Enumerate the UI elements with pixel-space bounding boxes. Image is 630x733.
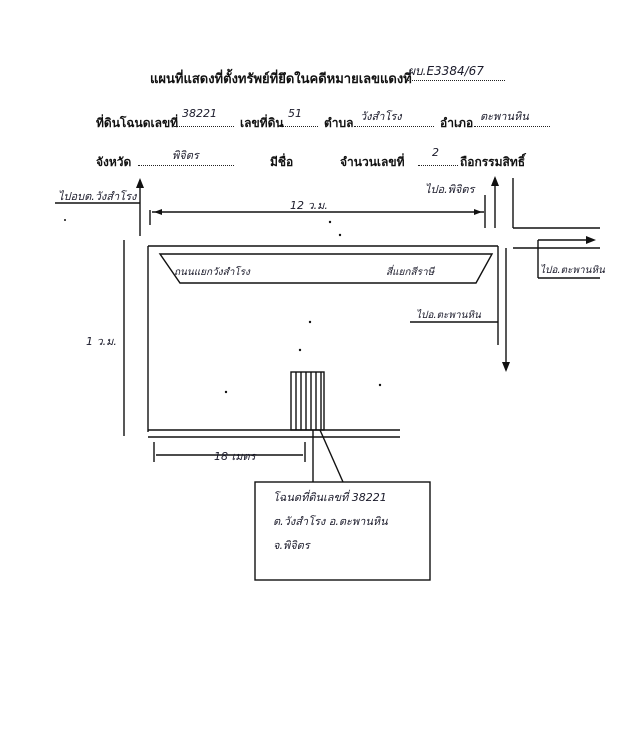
subdistrict-value: วังสำโรง (360, 110, 402, 123)
case-number-dots (405, 68, 505, 81)
up-arrow-left (136, 178, 144, 188)
road-label-left: ไปอบต.วังสำโรง (58, 190, 137, 203)
dim-arrow-left (154, 209, 162, 215)
order-dots (418, 153, 458, 166)
document-title: แผนที่แสดงที่ตั้งทรัพย์ที่ยึดในคดีหมายเล… (150, 68, 412, 89)
corner-label-right: สี่แยกสีราษี (386, 267, 435, 278)
province-dots (138, 153, 234, 166)
title-text: แผนที่แสดงที่ตั้งทรัพย์ที่ยึดในคดีหมายเล… (150, 72, 412, 87)
order-value: 2 (432, 146, 439, 159)
down-arrow (502, 362, 510, 372)
memo-line-2: ต.วังสำโรง อ.ตะพานหิน (273, 515, 388, 528)
left-height-label: 1 ว.ม. (86, 335, 117, 348)
province-label: จังหวัด (96, 155, 132, 169)
memo-text-block: โฉนดที่ดินเลขที่ 38221 ต.วังสำโรง อ.ตะพา… (255, 482, 430, 580)
memo-line-3: จ.พิจิตร (273, 539, 310, 552)
road-label-top: ไปอ.พิจิตร (425, 183, 475, 196)
memo-line-1: โฉนดที่ดินเลขที่ 38221 (273, 491, 387, 504)
name-label: มีชื่อ (270, 155, 294, 169)
land-number-dots (280, 114, 318, 127)
deed-dots (174, 114, 234, 127)
bottom-dimension-label: 18 เมตร (214, 450, 256, 463)
order-label: จำนวนเลขที่ (340, 155, 405, 169)
district-value: ตะพานหิน (480, 110, 529, 123)
case-number: ผบ.E3384/67 (408, 64, 484, 78)
dim-arrow-right (474, 209, 482, 215)
land-number-value: 51 (288, 107, 302, 120)
owner-label: ถือกรรมสิทธิ์ (460, 155, 526, 169)
province-value: พิจิตร (172, 149, 199, 162)
up-arrow-right (491, 176, 499, 186)
land-number-label: เลขที่ดิน (240, 116, 284, 130)
top-width-label: 12 ว.ม. (290, 199, 328, 212)
memo-box (254, 481, 431, 581)
road-label-down: ไปอ.ตะพานหิน (416, 310, 481, 321)
building-outline (290, 371, 325, 431)
district-label: อำเภอ (440, 116, 474, 130)
road-label-right: ไปอ.ตะพานหิน (540, 265, 605, 276)
district-dots (474, 114, 550, 127)
deed-label: ที่ดินโฉนดเลขที่ (96, 116, 179, 130)
pointer-line-2 (319, 429, 344, 483)
corner-label-left: ถนนแยกวังสำโรง (174, 267, 250, 278)
subdistrict-dots (354, 114, 434, 127)
right-arrow (586, 236, 596, 244)
road-junction-shape (158, 253, 494, 284)
deed-value: 38221 (182, 107, 217, 120)
subdistrict-label: ตำบล (324, 116, 354, 130)
